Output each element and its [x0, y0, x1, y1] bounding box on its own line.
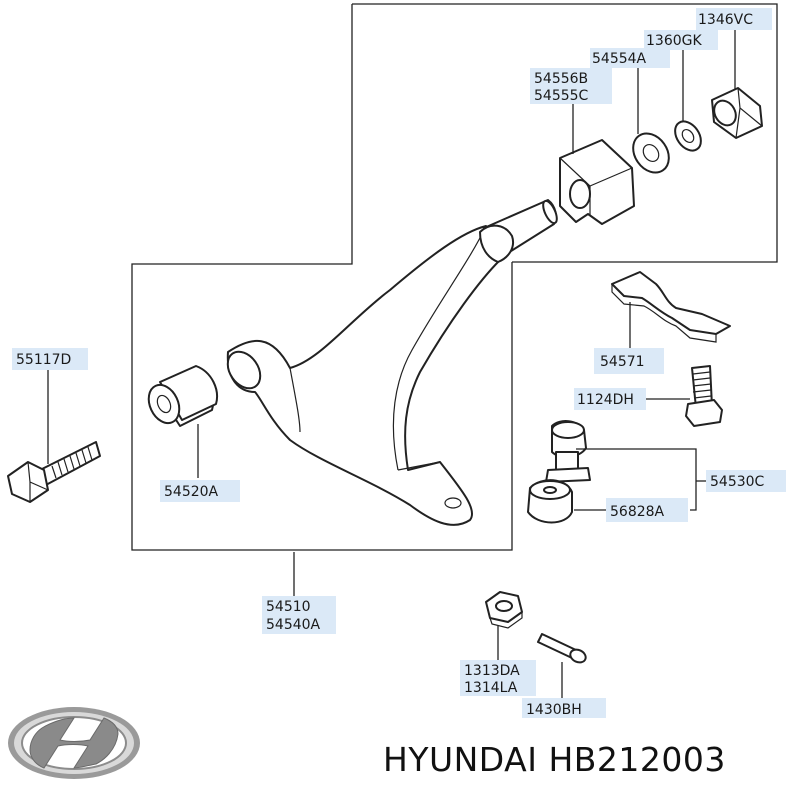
label-55117d: 55117D	[16, 352, 71, 368]
label-1124dh: 1124DH	[577, 392, 634, 408]
stabilizer-link	[527, 420, 591, 524]
label-54571: 54571	[600, 354, 645, 370]
label-54510: 54510	[266, 599, 311, 615]
cotter-pin	[537, 633, 587, 664]
washer-small	[674, 120, 702, 152]
label-1346vc: 1346VC	[698, 12, 753, 28]
label-54540a: 54540A	[266, 617, 321, 633]
lower-control-arm	[226, 199, 558, 526]
stabilizer-bracket	[611, 271, 731, 343]
label-54520a: 54520A	[164, 484, 219, 500]
label-1314la: 1314LA	[464, 680, 518, 696]
arm-bushing	[147, 365, 218, 427]
label-54554a: 54554A	[592, 51, 647, 67]
castle-nut	[485, 591, 523, 629]
hyundai-logo	[8, 707, 140, 779]
label-1430bh: 1430BH	[526, 702, 582, 718]
label-54556b: 54556B	[534, 71, 588, 87]
assembly-frame	[131, 3, 778, 551]
bolt-55117d	[7, 441, 101, 503]
brand-part-number: HYUNDAI HB212003	[383, 740, 726, 779]
washer-large	[632, 132, 670, 174]
label-backgrounds	[12, 8, 786, 718]
label-1313da: 1313DA	[464, 663, 520, 679]
label-54555c: 54555C	[534, 88, 589, 104]
label-1360gk: 1360GK	[646, 33, 702, 49]
stabilizer-bushing	[559, 139, 635, 225]
bolt-1124dh	[685, 365, 723, 427]
leader-lines	[47, 30, 736, 698]
label-54530c: 54530C	[710, 474, 765, 490]
hex-nut	[711, 87, 763, 139]
label-56828a: 56828A	[610, 504, 665, 520]
